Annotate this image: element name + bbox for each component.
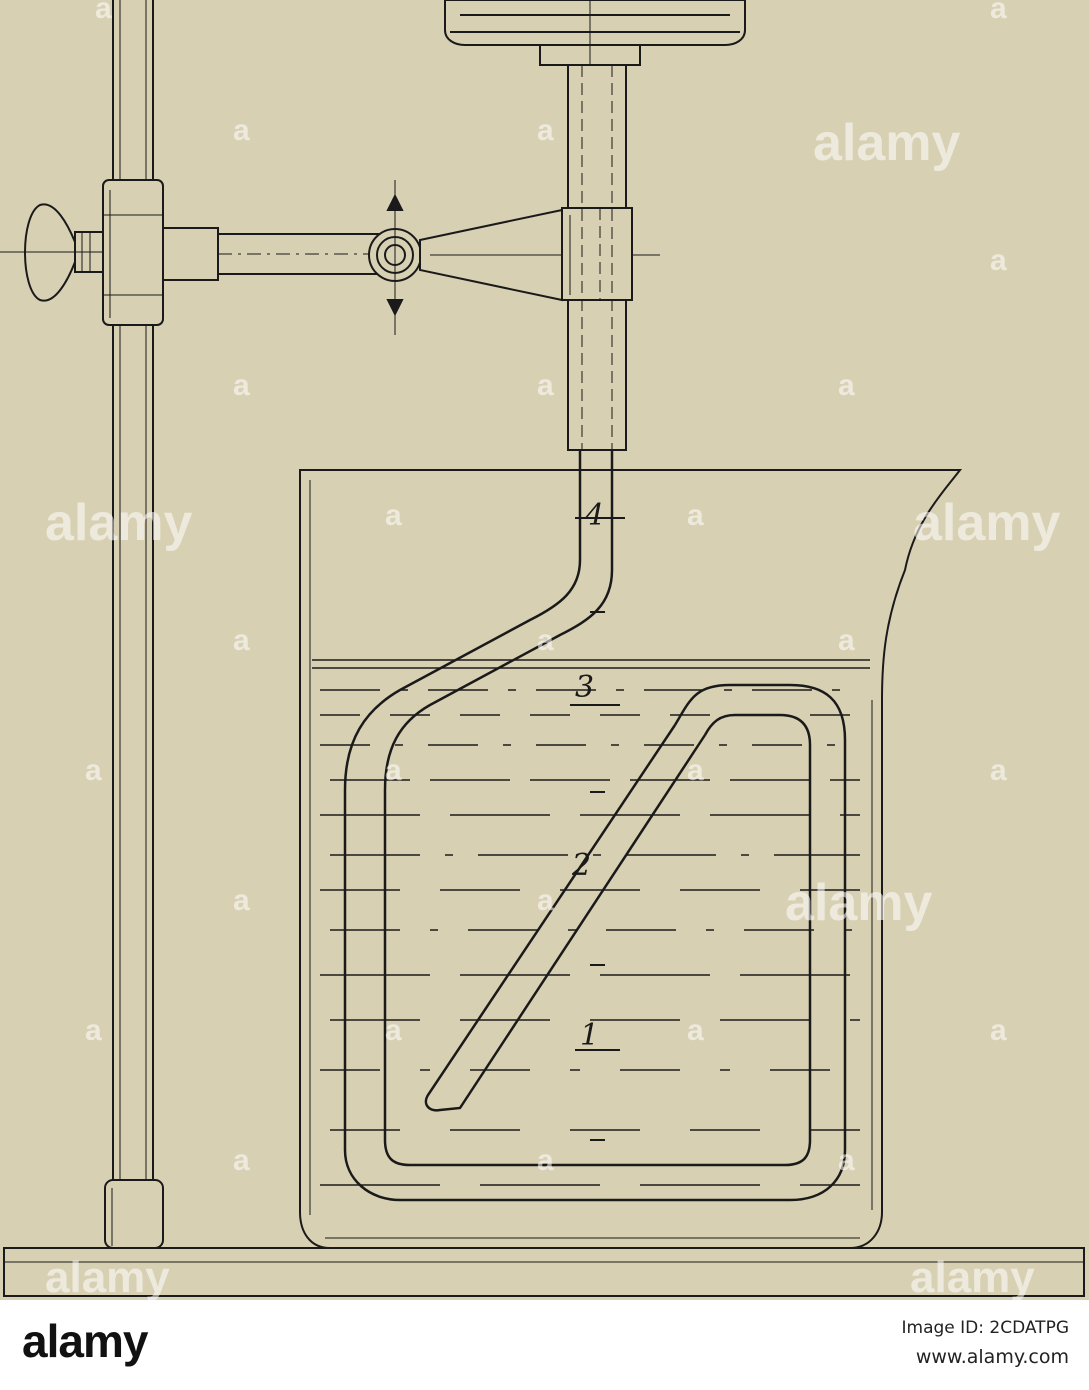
watermark-mark: a (687, 499, 704, 532)
watermark-mark: a (233, 624, 250, 657)
watermark-mark: a (537, 884, 554, 917)
site-url-link[interactable]: www.alamy.com (915, 1346, 1069, 1368)
clamp-pivot (368, 180, 422, 335)
label-four: 4 (584, 498, 604, 533)
watermark-mark: a (233, 114, 250, 147)
watermark-mark: a (838, 624, 855, 657)
thumb-screw (0, 203, 104, 302)
watermark-mark: a (990, 0, 1007, 25)
beaker (299, 469, 963, 1249)
clamp-boss (102, 179, 164, 326)
watermark-mark: a (85, 754, 102, 787)
watermark-mark: a (838, 369, 855, 402)
watermark-mark: a (838, 1144, 855, 1177)
base-plate (3, 1247, 1085, 1297)
clamp-arm (162, 227, 380, 281)
label-one: 1 (580, 1018, 599, 1053)
watermark-mark: a (687, 754, 704, 787)
watermark-mark: a (990, 244, 1007, 277)
watermark-text: alamy (910, 1253, 1035, 1300)
image-id-label: Image ID: 2CDATPG (901, 1318, 1069, 1338)
watermark-mark: a (537, 114, 554, 147)
watermark-text: alamy (813, 114, 961, 172)
watermark-mark: a (385, 754, 402, 787)
laboratory-apparatus-illustration: 3 2 1 4 alamy alamy alamy alamy alamy al… (0, 0, 1085, 1300)
watermark-mark: a (85, 1014, 102, 1047)
watermark-mark: a (990, 1014, 1007, 1047)
watermark-text: alamy (785, 874, 933, 932)
watermark-mark: a (233, 884, 250, 917)
watermark-text: alamy (45, 494, 193, 552)
watermark-text: alamy (45, 1253, 170, 1300)
watermark-mark: a (537, 624, 554, 657)
footer-info: Image ID: 2CDATPG www.alamy.com (902, 1318, 1069, 1368)
stirrer-sleeve (561, 207, 633, 301)
stirrer-loop (343, 450, 847, 1202)
pulley (444, 0, 746, 66)
watermark-mark: a (385, 499, 402, 532)
watermark-layer: alamy alamy alamy alamy alamy alamy a a … (45, 0, 1061, 1300)
watermark-mark: a (233, 1144, 250, 1177)
label-three: 3 (575, 670, 594, 705)
tick-marks (570, 517, 625, 1141)
alamy-logo[interactable]: alamy (22, 1315, 148, 1367)
stock-footer: alamy Image ID: 2CDATPG www.alamy.com (0, 1300, 1089, 1390)
watermark-mark: a (990, 754, 1007, 787)
watermark-mark: a (233, 369, 250, 402)
label-two: 2 (571, 848, 591, 883)
watermark-text: alamy (913, 494, 1061, 552)
watermark-mark: a (537, 1144, 554, 1177)
watermark-mark: a (687, 1014, 704, 1047)
stirrer-tube (567, 64, 627, 451)
watermark-mark: a (537, 369, 554, 402)
watermark-mark: a (385, 1014, 402, 1047)
watermark-mark: a (95, 0, 112, 25)
